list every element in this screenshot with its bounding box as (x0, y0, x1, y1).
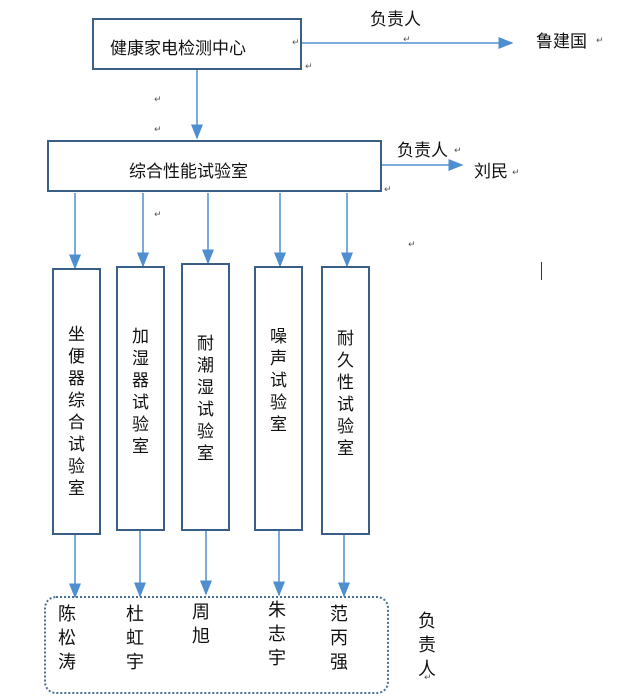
paragraph-mark: ↵ (596, 36, 604, 46)
lab-box: 综合性能试验室 (47, 140, 382, 192)
char: 便 (68, 347, 85, 367)
sub-lab-3-name: 耐潮湿试验室 (183, 333, 228, 465)
char: 强 (330, 652, 348, 673)
center-box: 健康家电检测中心 (92, 18, 302, 70)
char: 室 (270, 415, 287, 435)
char: 松 (58, 628, 76, 649)
char: 试 (270, 371, 287, 391)
char: 湿 (132, 349, 149, 369)
char: 试 (132, 393, 149, 413)
sub-lab-3: 耐潮湿试验室 (181, 263, 230, 531)
char: 加 (132, 327, 149, 347)
char: 试 (197, 400, 214, 420)
char: 器 (68, 369, 85, 389)
char: 宇 (126, 652, 144, 673)
center-owner-name: 鲁建国 (536, 32, 587, 52)
char: 涛 (58, 652, 76, 673)
sub-lab-5: 耐久性试验室 (321, 266, 370, 535)
char: 丙 (330, 628, 348, 649)
char: 室 (197, 444, 214, 464)
char: 验 (197, 422, 214, 442)
char: 湿 (197, 378, 214, 398)
sub-lab-2: 加湿器试验室 (116, 266, 165, 531)
char: 验 (337, 417, 354, 437)
sub-lab-5-owner: 范丙强 (330, 603, 348, 675)
char: 坐 (68, 325, 85, 345)
char: 室 (132, 437, 149, 457)
sub-lab-4-owner: 朱志宇 (268, 599, 286, 671)
char: 久 (337, 351, 354, 371)
char: 室 (68, 479, 85, 499)
sub-lab-1-name: 坐便器综合试验室 (54, 324, 99, 500)
char: 声 (270, 349, 287, 369)
paragraph-mark: ↵ (154, 125, 162, 135)
char: 验 (132, 415, 149, 435)
char: 虹 (126, 628, 144, 649)
char: 范 (330, 604, 348, 625)
char: 旭 (192, 626, 210, 647)
lab-owner-name: 刘民 (474, 162, 508, 182)
paragraph-mark: ↵ (154, 95, 162, 105)
sub-lab-1-owner: 陈松涛 (58, 603, 76, 675)
char: 噪 (270, 327, 287, 347)
sub-lab-3-owner: 周旭 (192, 601, 210, 649)
char: 志 (268, 624, 286, 645)
paragraph-mark: ↵ (512, 168, 520, 178)
paragraph-mark: ↵ (408, 240, 416, 250)
paragraph-mark: ↵ (403, 35, 411, 45)
sub-lab-5-name: 耐久性试验室 (323, 328, 368, 460)
sub-lab-4: 噪声试验室 (254, 266, 303, 531)
paragraph-mark: ↵ (292, 38, 300, 48)
char: 耐 (337, 329, 354, 349)
center-owner-label: 负责人 (370, 10, 421, 30)
sub-lab-4-name: 噪声试验室 (256, 326, 301, 436)
owners-group (44, 596, 389, 694)
paragraph-mark: ↵ (384, 185, 392, 195)
char: 试 (68, 435, 85, 455)
text-cursor (541, 262, 542, 280)
char: 负 (418, 611, 436, 632)
char: 周 (192, 602, 210, 623)
char: 陈 (58, 604, 76, 625)
char: 朱 (268, 600, 286, 621)
paragraph-mark: ↵ (305, 62, 313, 72)
sub-lab-2-owner: 杜虹宇 (126, 603, 144, 675)
char: 室 (337, 439, 354, 459)
lab-title: 综合性能试验室 (129, 162, 248, 182)
char: 杜 (126, 604, 144, 625)
char: 耐 (197, 334, 214, 354)
char: 人 (418, 659, 436, 680)
char: 合 (68, 413, 85, 433)
paragraph-mark: ↵ (454, 146, 462, 156)
sub-lab-2-name: 加湿器试验室 (118, 326, 163, 458)
owners-label: 负责人 (418, 610, 436, 682)
char: 责 (418, 635, 436, 656)
char: 器 (132, 371, 149, 391)
center-title: 健康家电检测中心 (110, 39, 246, 59)
lab-owner-label: 负责人 (397, 141, 448, 161)
char: 潮 (197, 356, 214, 376)
char: 验 (68, 457, 85, 477)
sub-lab-1: 坐便器综合试验室 (52, 268, 101, 535)
char: 性 (337, 373, 354, 393)
paragraph-mark: ↵ (154, 210, 162, 220)
paragraph-mark: ↵ (424, 673, 432, 683)
char: 宇 (268, 648, 286, 669)
char: 试 (337, 395, 354, 415)
char: 验 (270, 393, 287, 413)
char: 综 (68, 391, 85, 411)
